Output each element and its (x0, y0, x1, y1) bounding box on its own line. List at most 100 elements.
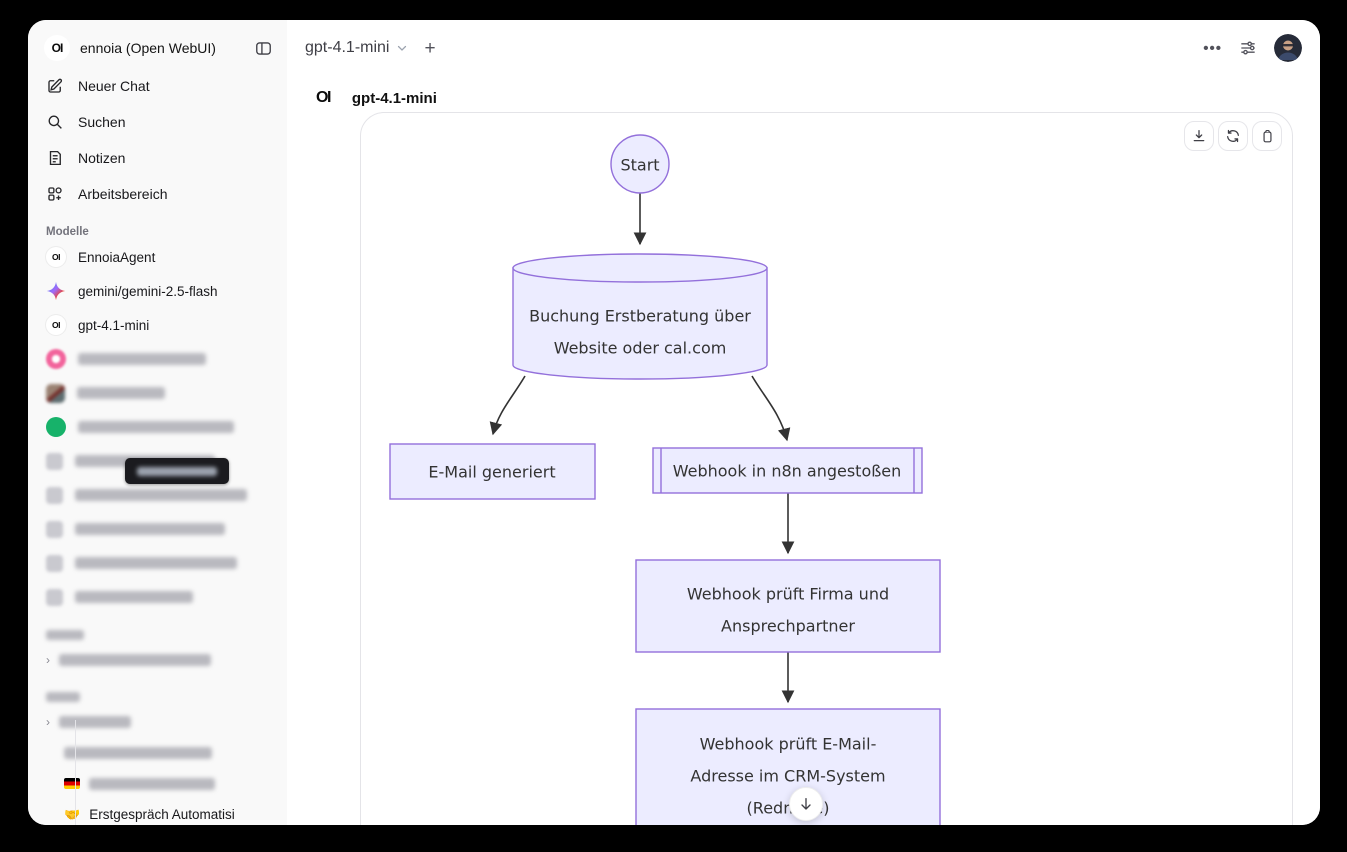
redacted-label (75, 591, 193, 603)
workspace-title: ennoia (Open WebUI) (80, 40, 216, 56)
card-actions (1184, 121, 1282, 151)
model-item-redacted[interactable] (38, 376, 277, 410)
german-flag-icon (64, 778, 80, 789)
model-item-gpt41mini[interactable]: OI gpt-4.1-mini (38, 308, 277, 342)
sidebar-item-notes[interactable]: Notizen (38, 140, 277, 176)
app-logo-icon: OI (44, 35, 70, 61)
model-item-redacted[interactable] (38, 580, 277, 614)
new-chat-icon (46, 77, 64, 95)
model-item-gemini[interactable]: gemini/gemini-2.5-flash (38, 274, 277, 308)
refresh-icon (1227, 129, 1239, 143)
copy-button[interactable] (1252, 121, 1282, 151)
chevron-right-icon: › (46, 653, 50, 667)
node-start (610, 134, 670, 194)
model-item-redacted[interactable] (38, 410, 277, 444)
sidebar-item-search[interactable]: Suchen (38, 104, 277, 140)
model-selector-label: gpt-4.1-mini (305, 39, 390, 56)
model-item-ennoiaagent[interactable]: OI EnnoiaAgent (38, 240, 277, 274)
sidebar-item-workspace[interactable]: Arbeitsbereich (38, 176, 277, 212)
model-item-redacted[interactable] (38, 546, 277, 580)
chat-item-redacted[interactable] (38, 737, 277, 768)
redacted-label (75, 523, 225, 535)
node-company-label-line2: Ansprechpartner (721, 616, 855, 636)
model-label: gemini/gemini-2.5-flash (78, 283, 218, 299)
node-start-label: Start (620, 155, 660, 175)
node-email-label: E-Mail generiert (428, 462, 556, 482)
notes-icon (46, 149, 64, 167)
model-selector[interactable]: gpt-4.1-mini (305, 39, 408, 57)
redacted-label (77, 387, 165, 399)
chat-item-erstgespraech[interactable]: 🤝 Erstgespräch Automatisi (38, 799, 277, 825)
flowchart-diagram: Start Buchung Erstberatung über Website … (361, 113, 1292, 825)
model-label: EnnoiaAgent (78, 249, 156, 265)
folder-item-redacted[interactable]: › (38, 644, 277, 676)
assistant-name: gpt-4.1-mini (351, 89, 437, 107)
assistant-avatar-oi-logo: OI (316, 89, 331, 106)
generic-app-icon (46, 520, 63, 538)
generic-app-icon (46, 486, 63, 504)
chat-item-redacted[interactable]: › (38, 706, 277, 737)
search-icon (46, 113, 64, 131)
node-booking-label-line2: Website oder cal.com (553, 338, 727, 358)
sidebar-item-label: Arbeitsbereich (78, 186, 168, 202)
chat-item-redacted[interactable] (38, 768, 277, 799)
tooltip-redacted (125, 458, 229, 484)
sidebar-item-label: Notizen (78, 150, 126, 166)
message-header: OI gpt-4.1-mini (316, 88, 1320, 108)
refresh-button[interactable] (1218, 121, 1248, 151)
main-area: gpt-4.1-mini + ••• (287, 20, 1320, 825)
handshake-emoji-icon: 🤝 (64, 806, 81, 822)
generic-app-icon (46, 554, 63, 572)
workspace-icon (46, 185, 64, 203)
redacted-label (89, 777, 215, 790)
model-item-redacted[interactable] (38, 342, 277, 376)
node-crm-label-line1: Webhook prüft E-Mail- (699, 734, 877, 754)
green-dot-icon (46, 417, 66, 437)
node-webhook-label: Webhook in n8n angestoßen (672, 461, 902, 481)
sidebar-toggle-icon[interactable] (254, 39, 273, 58)
node-company (635, 559, 941, 653)
chats-section-label (46, 692, 277, 706)
redacted-label (75, 489, 247, 501)
controls-sliders-icon[interactable] (1238, 38, 1258, 58)
scroll-to-bottom-button[interactable] (789, 787, 823, 821)
model-item-redacted[interactable] (38, 478, 277, 512)
gemini-icon (46, 281, 66, 301)
topbar-right: ••• (1203, 34, 1302, 62)
tree-indent-guide (75, 720, 76, 825)
topbar: gpt-4.1-mini + ••• (287, 20, 1320, 76)
node-email (389, 443, 596, 500)
arrow-down-icon (801, 798, 811, 810)
sidebar-item-new-chat[interactable]: Neuer Chat (38, 68, 277, 104)
redacted-label (78, 421, 234, 433)
folders-section-label (46, 630, 277, 644)
edge-booking-email (489, 375, 526, 436)
copy-icon (1262, 129, 1272, 142)
download-icon (1193, 130, 1205, 142)
download-button[interactable] (1184, 121, 1214, 151)
pink-app-icon (46, 349, 66, 369)
redacted-label (59, 654, 211, 666)
model-item-redacted[interactable] (38, 512, 277, 546)
edge-booking-webhook (751, 375, 791, 442)
new-chat-plus-button[interactable]: + (424, 37, 436, 59)
redacted-label (78, 353, 206, 365)
more-options-button[interactable]: ••• (1203, 39, 1222, 57)
sidebar-item-label: Suchen (78, 114, 126, 130)
chat-area: OI gpt-4.1-mini (287, 76, 1320, 825)
sidebar-header: OI ennoia (Open WebUI) (38, 28, 277, 68)
node-crm-label-line2: Adresse im CRM-System (690, 766, 886, 786)
model-label: gpt-4.1-mini (78, 317, 150, 333)
models-section-label: Modelle (46, 226, 89, 238)
node-booking-label-line1: Buchung Erstberatung über (529, 306, 751, 326)
sidebar-item-label: Neuer Chat (78, 78, 150, 94)
node-company-label-line1: Webhook prüft Firma und (686, 584, 890, 604)
sidebar: OI ennoia (Open WebUI) Neuer Chat S (28, 20, 287, 825)
user-avatar[interactable] (1274, 34, 1302, 62)
oi-logo-icon: OI (46, 247, 66, 267)
generic-app-icon (46, 588, 63, 606)
node-booking-cylinder-top (512, 253, 768, 283)
oi-logo-icon: OI (46, 315, 66, 335)
chevron-down-icon (398, 45, 407, 51)
node-booking-cylinder-body (512, 267, 768, 380)
